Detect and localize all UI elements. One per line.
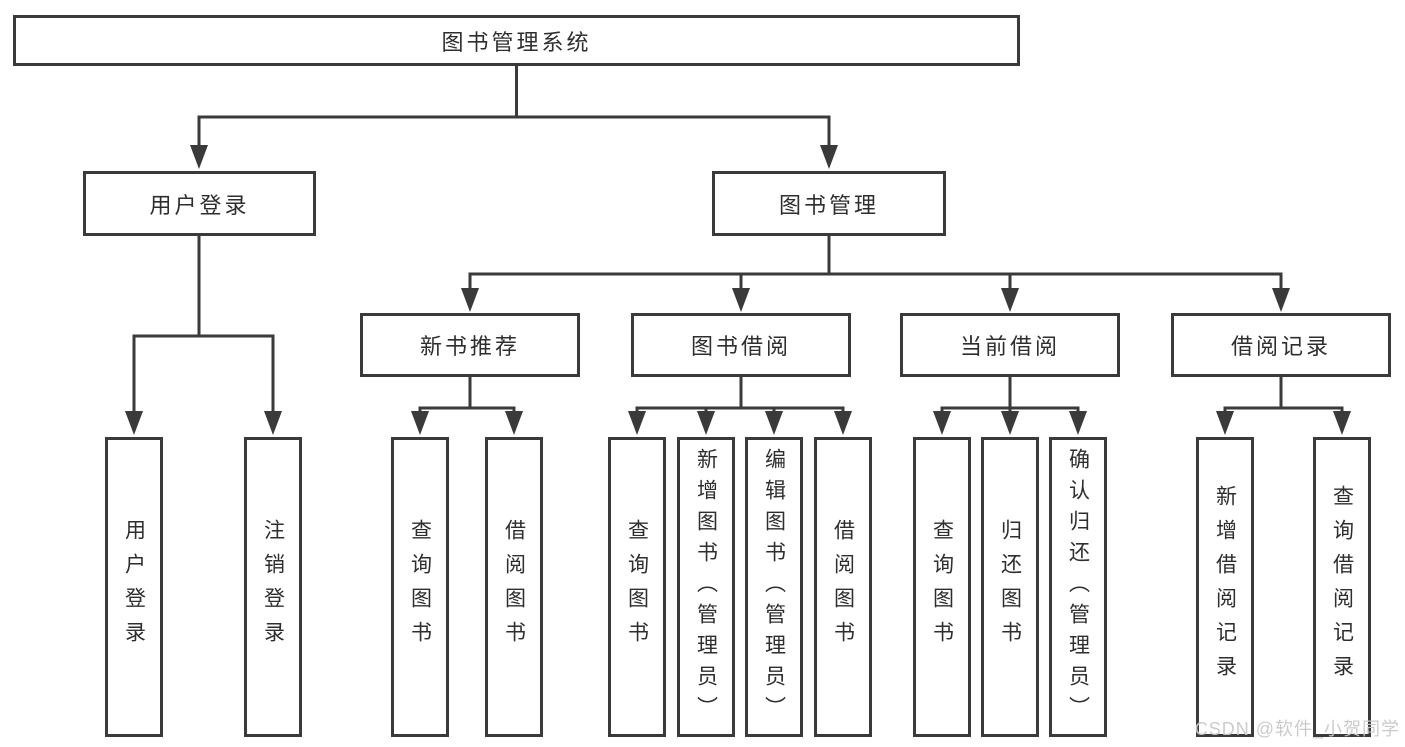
- arrowhead: [505, 411, 523, 435]
- leaf-newbooks-borrow-books: 借阅图书: [485, 437, 543, 737]
- arrowhead: [1001, 411, 1019, 435]
- leaf-current-confirm-return-admin: 确认归还（管理员）: [1049, 437, 1107, 737]
- node-label: 查询图书: [408, 519, 432, 655]
- arrowhead: [1069, 411, 1087, 435]
- leaf-borrowing-edit-books-admin: 编辑图书（管理员）: [745, 437, 803, 737]
- arrowhead: [820, 145, 838, 169]
- arrowheads: [125, 145, 1351, 435]
- node-label: 图书管理: [778, 192, 879, 218]
- node-label: 查询图书: [930, 519, 954, 655]
- arrowhead: [697, 411, 715, 435]
- connector-bookmgmt-to-level3: [468, 234, 1283, 291]
- arrowhead: [1001, 288, 1019, 312]
- arrowhead: [834, 411, 852, 435]
- leaf-borrowing-query-books: 查询图书: [608, 437, 666, 737]
- node-label: 用户登录: [149, 192, 250, 218]
- leaf-borrowing-add-books-admin: 新增图书（管理员）: [677, 437, 735, 737]
- arrowhead: [933, 411, 951, 435]
- arrowhead: [264, 411, 282, 435]
- leaf-newbooks-query-books: 查询图书: [391, 437, 449, 737]
- node-label: 图书借阅: [690, 334, 791, 359]
- connector-userlogin-to-children: [132, 234, 275, 414]
- arrowhead: [1333, 411, 1351, 435]
- arrowhead: [765, 411, 783, 435]
- node-book-management-branch: 图书管理: [712, 171, 946, 236]
- leaf-records-query-record: 查询借阅记录: [1313, 437, 1371, 737]
- leaf-borrowing-borrow-books: 借阅图书: [814, 437, 872, 737]
- leaf-records-add-record: 新增借阅记录: [1196, 437, 1254, 737]
- node-user-login-branch: 用户登录: [83, 171, 316, 236]
- connector-bookborrow-to-children: [635, 375, 845, 415]
- node-label: 图书管理系统: [441, 29, 592, 55]
- node-label: 确认归还（管理员）: [1066, 447, 1090, 727]
- arrowhead: [411, 411, 429, 435]
- node-label: 新增借阅记录: [1213, 485, 1237, 689]
- csdn-watermark: CSDN @软件_小贺同学: [1194, 719, 1400, 739]
- arrowhead: [125, 411, 143, 435]
- leaf-current-query-books: 查询图书: [913, 437, 971, 737]
- node-library-management-system: 图书管理系统: [13, 15, 1020, 66]
- node-label: 借阅图书: [502, 519, 526, 655]
- node-label: 借阅图书: [831, 519, 855, 655]
- node-label: 新增图书（管理员）: [694, 447, 718, 727]
- node-label: 新书推荐: [419, 334, 520, 359]
- arrowhead: [461, 288, 479, 312]
- node-label: 注销登录: [261, 519, 285, 655]
- connector-borrowrecords-to-children: [1223, 375, 1344, 415]
- node-label: 用户登录: [122, 519, 146, 655]
- node-borrowing-records: 借阅记录: [1171, 313, 1391, 377]
- node-current-borrowing: 当前借阅: [900, 313, 1120, 377]
- node-label: 当前借阅: [959, 334, 1060, 359]
- node-label: 借阅记录: [1230, 334, 1331, 359]
- leaf-logout: 注销登录: [244, 437, 302, 737]
- arrowhead: [1272, 288, 1290, 312]
- node-label: 查询借阅记录: [1330, 485, 1354, 689]
- connector-root-to-level2: [197, 64, 831, 148]
- node-label: 归还图书: [998, 519, 1022, 655]
- connector-currentborrow-to-children: [940, 375, 1080, 415]
- node-new-book-recommend: 新书推荐: [360, 313, 580, 377]
- arrowhead: [628, 411, 646, 435]
- leaf-current-return-books: 归还图书: [981, 437, 1039, 737]
- connector-newbooks-to-children: [418, 375, 516, 415]
- arrowhead: [732, 288, 750, 312]
- arrowhead: [1216, 411, 1234, 435]
- arrowhead: [190, 145, 208, 169]
- node-book-borrowing: 图书借阅: [631, 313, 851, 377]
- node-label: 编辑图书（管理员）: [762, 447, 786, 727]
- node-label: 查询图书: [625, 519, 649, 655]
- leaf-user-login: 用户登录: [105, 437, 163, 737]
